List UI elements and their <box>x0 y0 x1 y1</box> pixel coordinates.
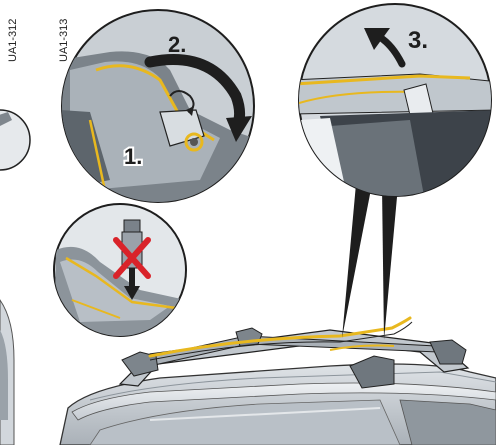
step-label-3: 3. <box>408 27 428 54</box>
car-body <box>60 364 496 445</box>
detail-circle-step-3: 3. <box>290 4 496 200</box>
step-label-2: 2. <box>168 32 186 57</box>
step-label-1: 1. <box>124 144 142 169</box>
detail-circle-steps-1-2: 2. 1. 1. <box>60 10 260 210</box>
callout-pointers <box>342 184 398 340</box>
adjacent-car-fragment <box>0 300 14 445</box>
previous-figure-fragment <box>0 110 30 170</box>
detail-circle-prohibited <box>54 204 186 340</box>
